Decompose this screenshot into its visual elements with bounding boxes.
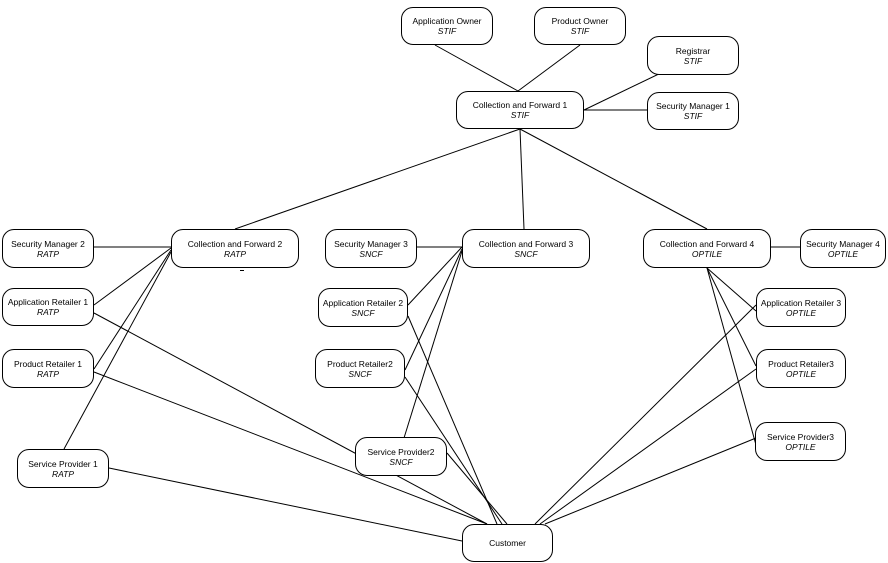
node-security-manager-4[interactable]: Security Manager 4 OPTILE: [800, 229, 886, 268]
node-name: Application Retailer 1: [7, 297, 89, 307]
node-product-owner[interactable]: Product Owner STIF: [534, 7, 626, 45]
node-application-owner[interactable]: Application Owner STIF: [401, 7, 493, 45]
node-org: SNCF: [389, 456, 413, 467]
connection-line: [539, 368, 757, 525]
connection-line: [519, 128, 525, 230]
connection-line: [534, 304, 757, 525]
node-name: Customer: [489, 538, 526, 548]
connection-line: [407, 315, 498, 525]
node-name: Security Manager 2: [11, 238, 85, 249]
node-product-retailer-3[interactable]: Product Retailer3 OPTILE: [756, 349, 846, 388]
node-org: SNCF: [514, 248, 538, 259]
node-customer[interactable]: Customer: [462, 524, 553, 562]
connection-line: [544, 437, 757, 525]
node-name: Security Manager 4: [806, 238, 880, 249]
node-org: OPTILE: [785, 307, 817, 318]
connection-line: [93, 312, 488, 525]
connection-line: [446, 452, 508, 525]
connection-line: [519, 128, 708, 230]
connection-line: [403, 250, 463, 439]
node-application-retailer-3[interactable]: Application Retailer 3 OPTILE: [756, 288, 846, 327]
node-name: Service Provider3: [766, 431, 835, 442]
node-application-retailer-1[interactable]: Application Retailer 1 RATP: [2, 288, 94, 326]
node-name: Collection and Forward 4: [659, 238, 755, 249]
node-org: OPTILE: [785, 441, 816, 452]
node-org: RATP: [36, 307, 60, 317]
node-org: RATP: [36, 368, 60, 379]
node-org: OPTILE: [691, 248, 723, 259]
connection-line: [108, 467, 463, 542]
node-org: STIF: [683, 111, 703, 121]
node-security-manager-1[interactable]: Security Manager 1 STIF: [647, 92, 739, 130]
node-name: Application Owner: [412, 16, 482, 26]
stray-tick-mark: [240, 270, 244, 271]
node-org: OPTILE: [785, 368, 817, 379]
node-collection-and-forward-3[interactable]: Collection and Forward 3 SNCF: [462, 229, 590, 268]
node-name: Security Manager 1: [656, 101, 730, 111]
node-name: Collection and Forward 1: [472, 100, 568, 110]
node-org: STIF: [570, 26, 590, 36]
node-name: Application Retailer 2: [322, 297, 404, 308]
node-collection-and-forward-2[interactable]: Collection and Forward 2 RATP: [171, 229, 299, 268]
node-service-provider-1[interactable]: Service Provider 1 RATP: [17, 449, 109, 488]
node-org: RATP: [36, 248, 60, 259]
node-org: STIF: [510, 110, 530, 120]
node-org: STIF: [437, 26, 457, 36]
connection-line: [93, 249, 172, 370]
connection-line: [517, 44, 581, 92]
node-product-retailer-2[interactable]: Product Retailer2 SNCF: [315, 349, 405, 388]
node-collection-and-forward-1[interactable]: Collection and Forward 1 STIF: [456, 91, 584, 129]
connection-line: [706, 267, 757, 312]
node-name: Collection and Forward 2: [187, 238, 283, 249]
node-org: SNCF: [348, 368, 372, 379]
node-name: Product Retailer3: [768, 358, 834, 369]
node-name: Service Provider 1: [28, 458, 98, 469]
node-name: Application Retailer 3: [760, 297, 842, 308]
node-name: Product Retailer2: [327, 358, 393, 369]
node-registrar[interactable]: Registrar STIF: [647, 36, 739, 75]
node-name: Registrar: [675, 45, 711, 56]
node-collection-and-forward-4[interactable]: Collection and Forward 4 OPTILE: [643, 229, 771, 268]
connection-line: [93, 247, 172, 306]
node-org: OPTILE: [827, 248, 859, 259]
connection-line: [404, 248, 463, 371]
node-org: SNCF: [351, 307, 375, 318]
connection-line: [434, 44, 519, 92]
node-application-retailer-2[interactable]: Application Retailer 2 SNCF: [318, 288, 408, 327]
node-product-retailer-1[interactable]: Product Retailer 1 RATP: [2, 349, 94, 388]
node-service-provider-2[interactable]: Service Provider2 SNCF: [355, 437, 447, 476]
node-org: SNCF: [359, 248, 383, 259]
node-org: STIF: [683, 55, 703, 66]
node-name: Collection and Forward 3: [478, 238, 574, 249]
connection-line: [706, 267, 757, 367]
node-name: Product Retailer 1: [13, 358, 83, 369]
node-security-manager-2[interactable]: Security Manager 2 RATP: [2, 229, 94, 268]
node-security-manager-3[interactable]: Security Manager 3 SNCF: [325, 229, 417, 268]
node-org: RATP: [223, 248, 247, 259]
node-org: RATP: [51, 468, 75, 479]
node-name: Security Manager 3: [334, 238, 408, 249]
node-name: Service Provider2: [367, 446, 435, 457]
connection-line: [93, 371, 488, 525]
connection-line: [234, 128, 521, 230]
connection-line: [706, 267, 757, 446]
node-name: Product Owner: [551, 16, 609, 26]
connection-line: [63, 251, 172, 450]
node-service-provider-3[interactable]: Service Provider3 OPTILE: [755, 422, 846, 461]
connection-line: [407, 246, 463, 306]
